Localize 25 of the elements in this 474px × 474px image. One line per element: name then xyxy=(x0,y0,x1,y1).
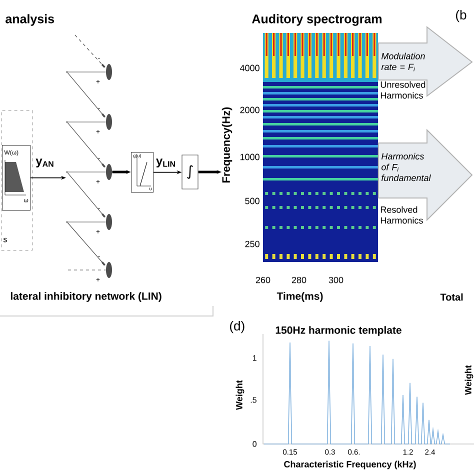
tick-label: .5 xyxy=(250,397,256,403)
edge-label: y$_{LIN}$ xyxy=(156,158,175,168)
tick-label: 1 xyxy=(252,355,256,361)
tick-label: 260 xyxy=(256,276,270,284)
edge-label: Modulation rate = F$_{i}$ xyxy=(381,52,434,72)
connector-line xyxy=(67,222,106,266)
axis-title: Time(ms) xyxy=(276,292,323,302)
chart-title: 150Hz harmonic template xyxy=(276,326,402,336)
panel-title: analysis xyxy=(6,14,54,26)
axis-title: Weight xyxy=(464,365,474,395)
panel-heading: Auditory spectrogram xyxy=(252,14,382,26)
caption-label: lateral inhibitory network (LIN) xyxy=(10,292,162,302)
tick-label: 280 xyxy=(292,276,306,284)
edge-label: y$_{AN}$ xyxy=(36,158,54,168)
tick-label: 300 xyxy=(328,276,344,284)
panel-letter: (b xyxy=(456,10,466,22)
edge-label: Harmonics of F$_{i}$ fundamental xyxy=(381,152,434,182)
tick-label: 0 xyxy=(252,441,256,447)
axis-title: Frequency(Hz) xyxy=(222,107,232,182)
axis-title: Total xyxy=(440,293,463,301)
axis-title: Weight xyxy=(236,380,244,410)
integrator-box: ∫ xyxy=(182,154,198,190)
axis-title: Characteristic Frequency (kHz) xyxy=(284,460,416,470)
connector-line xyxy=(74,34,106,68)
panel-letter: (d) xyxy=(230,320,244,334)
